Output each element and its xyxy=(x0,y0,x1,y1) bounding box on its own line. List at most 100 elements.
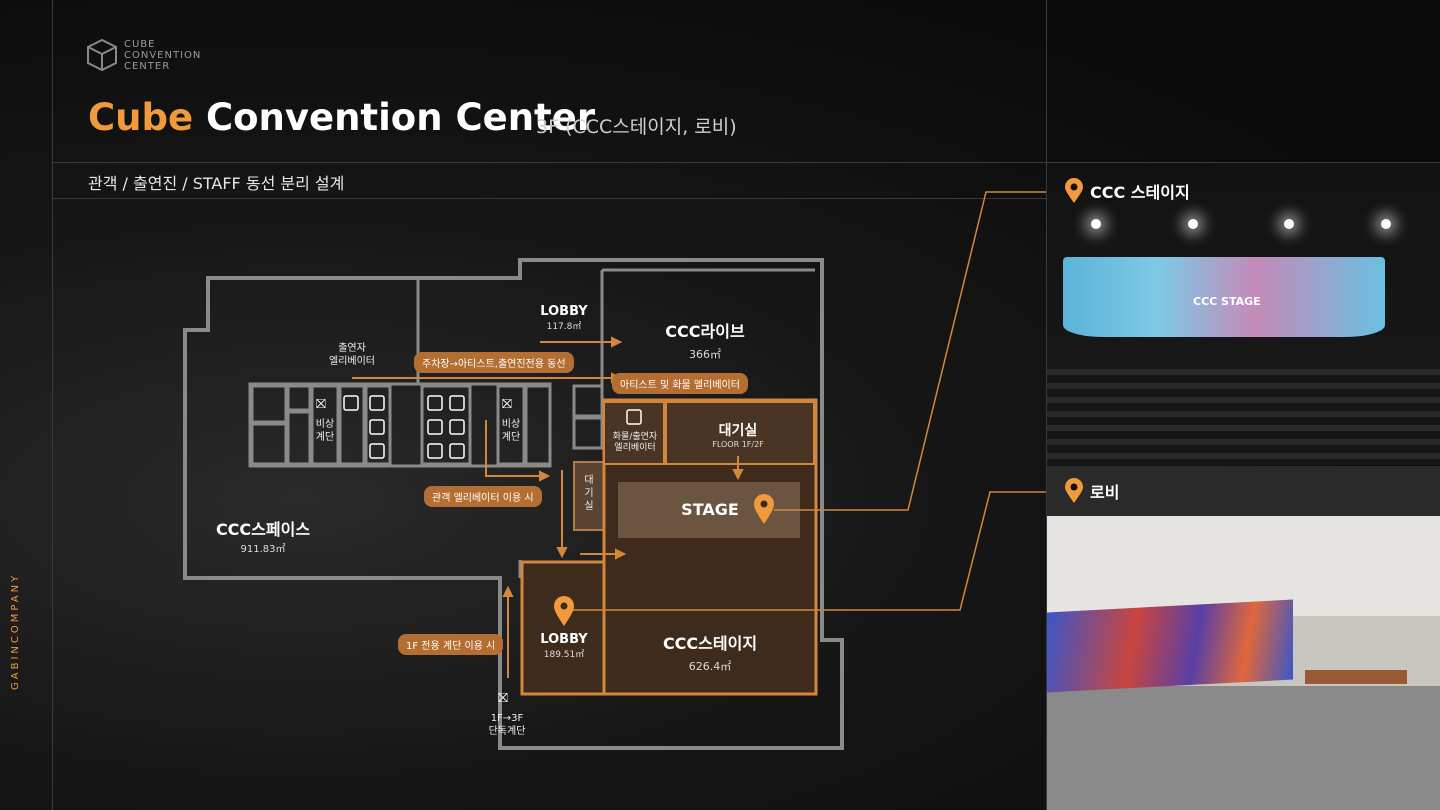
photo-label-stage: CCC 스테이지 xyxy=(1064,178,1190,204)
room-lobby-bottom: LOBBY 189.51㎡ xyxy=(532,632,596,660)
lobby-bottom-zone xyxy=(520,560,606,696)
header-divider xyxy=(52,162,1440,163)
room-name: CCC스페이스 xyxy=(215,520,311,539)
elevator-icon xyxy=(369,395,385,411)
emergency-stairs-label: 비상 계단 xyxy=(315,419,335,443)
room-name: CCC스테이지 xyxy=(662,634,758,653)
stairs-1f3f-label: 1F→3F 단독계단 xyxy=(488,713,526,737)
route-pill: 아티스트 및 화물 엘리베이터 xyxy=(612,373,748,394)
logo-line: CONVENTION xyxy=(124,49,202,61)
pin-dot xyxy=(560,602,568,610)
elevator-icon xyxy=(626,409,642,425)
elevator-icon xyxy=(427,419,443,435)
core-cell xyxy=(524,384,552,466)
core-cell xyxy=(364,384,392,466)
lobby-bench xyxy=(1305,670,1407,684)
core-cell xyxy=(286,384,312,412)
left-divider xyxy=(52,0,53,810)
route-line xyxy=(485,420,540,477)
room-name: CCC라이브 xyxy=(665,322,745,341)
led-screen: CCC STAGE xyxy=(1063,257,1385,337)
emergency-stairs-label: 비상 계단 xyxy=(501,419,521,443)
room-ccc-space: CCC스페이스 911.83㎡ xyxy=(210,516,316,555)
elevator-icon xyxy=(369,443,385,459)
building-outline xyxy=(183,258,844,750)
room-floor: FLOOR 1F/2F xyxy=(712,440,764,449)
waiting-small-label: 대 기 실 xyxy=(584,475,594,512)
connector-line xyxy=(572,491,1046,611)
location-pin-icon xyxy=(754,494,774,524)
cargo-elevator-label: 화물/출연자 엘리베이터 xyxy=(612,432,658,453)
screen-logo-text: CCC STAGE xyxy=(1193,295,1261,308)
room-name: 대기실 xyxy=(718,423,758,439)
core-cell xyxy=(572,384,604,418)
right-divider xyxy=(1046,0,1047,810)
room-ccc-stage: CCC스테이지 626.4㎡ xyxy=(650,630,770,674)
elevator-icon xyxy=(369,419,385,435)
room-area: 117.8㎡ xyxy=(546,322,582,332)
elevator-icon xyxy=(449,443,465,459)
lobby-led-wall xyxy=(1047,599,1293,693)
section-title: 관객 / 출연진 / STAFF 동선 분리 설계 xyxy=(88,174,345,193)
core-cell xyxy=(250,384,288,424)
room-name: LOBBY xyxy=(540,632,588,647)
core-cell xyxy=(572,416,604,450)
logo: CUBE CONVENTION CENTER xyxy=(86,38,201,72)
pin-dot xyxy=(760,500,768,508)
route-arrow xyxy=(502,585,514,597)
core-cell xyxy=(250,422,288,466)
floor-plan: ⛝ ⛝ ⛝ xyxy=(183,191,1046,750)
route-arrow xyxy=(615,548,627,560)
core-cell xyxy=(496,384,526,466)
location-pin-icon xyxy=(1065,478,1083,503)
core-cell xyxy=(338,384,366,466)
room-area: 366㎡ xyxy=(689,348,721,361)
cube-logo-icon xyxy=(87,38,117,72)
seating-area xyxy=(1047,369,1440,465)
core-cell xyxy=(310,384,340,466)
stairs-icon: ⛝ xyxy=(498,691,508,706)
waiting-large-zone xyxy=(665,401,815,465)
room-name: STAGE xyxy=(681,500,739,519)
connector-line xyxy=(774,191,1046,511)
photo-label-text: 로비 xyxy=(1090,483,1120,502)
room-stage: STAGE xyxy=(660,500,760,519)
location-pin-icon xyxy=(1065,178,1083,203)
elevator-icon xyxy=(449,419,465,435)
photo-label-text: CCC 스테이지 xyxy=(1090,183,1190,202)
title-accent: Cube xyxy=(88,96,194,139)
room-name: LOBBY xyxy=(540,304,588,319)
stairs-icon: ⛝ xyxy=(502,397,512,412)
route-arrow xyxy=(539,470,551,482)
room-waiting: 대기실 FLOOR 1F/2F xyxy=(690,420,786,449)
route-arrow xyxy=(732,469,744,481)
cargo-elevator-zone xyxy=(603,401,665,465)
room-lobby-top: LOBBY 117.8㎡ xyxy=(534,304,594,332)
location-pin-icon xyxy=(554,596,574,626)
elevator-icon xyxy=(343,395,359,411)
route-pill: 관객 엘리베이터 이용 시 xyxy=(424,486,542,507)
stairs-icon: ⛝ xyxy=(316,397,326,412)
elevator-icon xyxy=(427,443,443,459)
core-cell xyxy=(286,410,312,466)
title-main: Convention Center xyxy=(205,96,596,139)
room-area: 626.4㎡ xyxy=(688,660,732,673)
section-divider xyxy=(52,198,1046,199)
logo-line: CENTER xyxy=(124,60,171,72)
route-arrow xyxy=(556,547,568,559)
ceiling-lights xyxy=(1091,219,1391,229)
room-area: 911.83㎡ xyxy=(240,544,286,555)
page-title: Cube Convention Center xyxy=(88,96,595,139)
route-arrow xyxy=(611,336,623,348)
page-subtitle: 3F (CCC스테이지, 로비) xyxy=(536,116,737,138)
photo-ccc-stage: CCC STAGE xyxy=(1047,163,1440,465)
route-pill: 1F 전용 계단 이용 시 xyxy=(398,634,504,655)
route-pill: 주차장→아티스트,출연진전용 동선 xyxy=(414,352,574,373)
elevator-icon xyxy=(449,395,465,411)
core-cell xyxy=(420,384,472,466)
performer-elevator-label: 출연자 엘리베이터 xyxy=(329,343,375,367)
room-area: 189.51㎡ xyxy=(543,650,585,660)
waiting-room-zone xyxy=(573,461,605,531)
photo-label-lobby: 로비 xyxy=(1064,478,1119,504)
room-ccc-live: CCC라이브 366㎡ xyxy=(650,318,760,362)
